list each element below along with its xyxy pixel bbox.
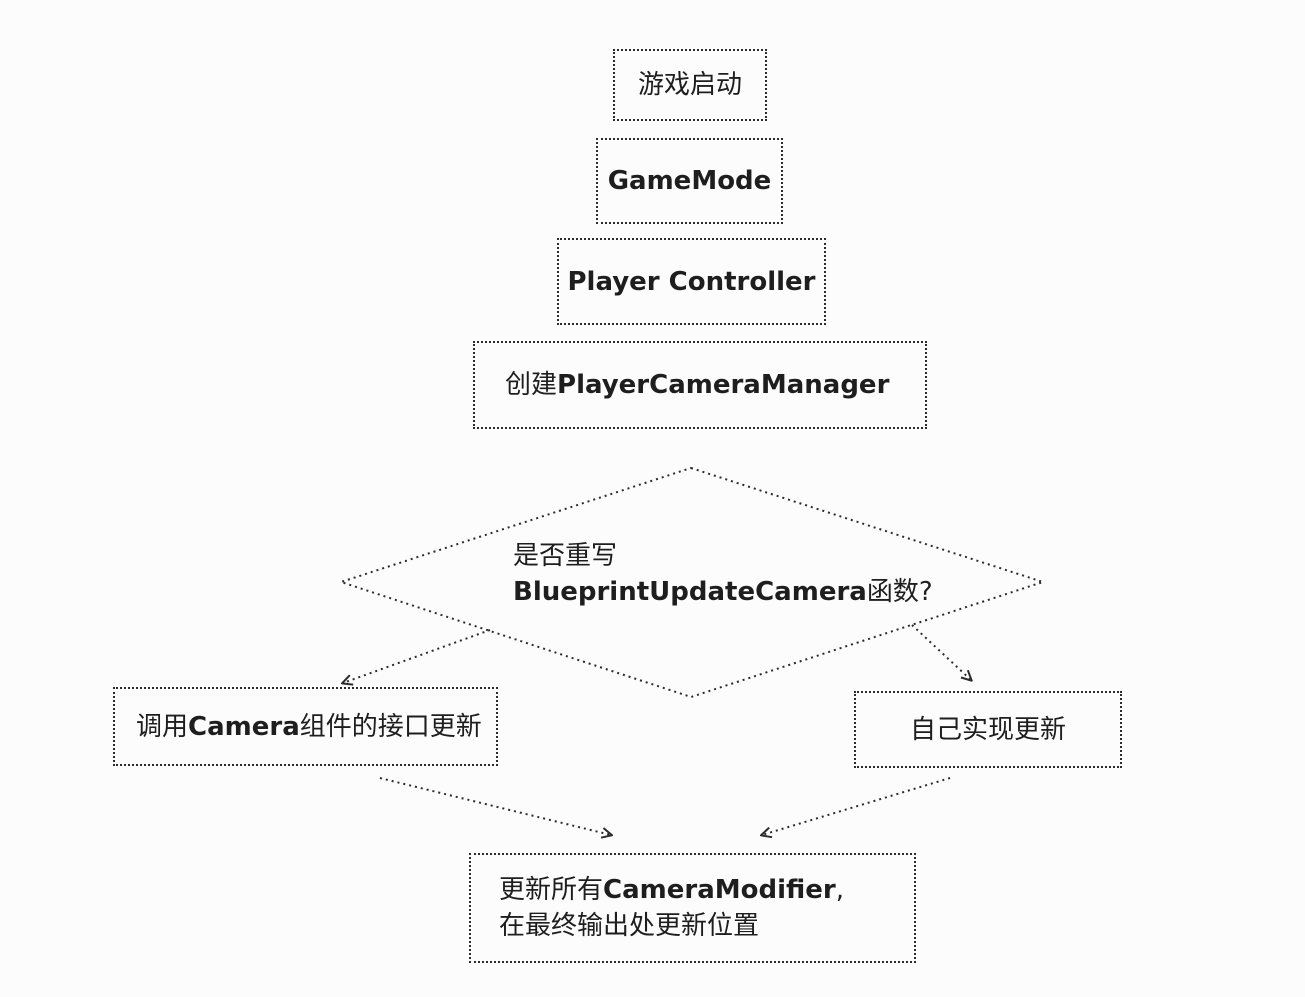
node-game-start: 游戏启动 bbox=[613, 49, 767, 121]
node-create-camera-manager-bold: PlayerCameraManager bbox=[557, 370, 890, 400]
node-self-implement-update: 自己实现更新 bbox=[854, 691, 1122, 768]
arrow-decision-to-self-impl bbox=[911, 624, 971, 680]
arrow-self-impl-to-final bbox=[762, 777, 951, 835]
node-camera-component-bold: Camera bbox=[188, 711, 300, 742]
node-create-camera-manager-prefix: 创建 bbox=[505, 370, 558, 400]
node-final-line1: 更新所有CameraModifier, bbox=[499, 872, 844, 908]
node-gamemode: GameMode bbox=[596, 138, 783, 224]
decision-label: 是否重写 BlueprintUpdateCamera函数? bbox=[513, 538, 933, 610]
node-player-controller-label: Player Controller bbox=[567, 266, 816, 297]
node-camera-component-prefix: 调用 bbox=[136, 711, 189, 742]
node-player-controller: Player Controller bbox=[557, 238, 826, 325]
node-gamemode-label: GameMode bbox=[607, 166, 772, 196]
node-game-start-label: 游戏启动 bbox=[637, 70, 742, 100]
node-self-implement-label: 自己实现更新 bbox=[909, 714, 1066, 745]
node-final-line2: 在最终输出处更新位置 bbox=[499, 911, 760, 941]
node-final-line1-bold: CameraModifier bbox=[603, 875, 836, 905]
decision-label-suffix: 函数? bbox=[866, 577, 933, 607]
node-final-line1-suffix: , bbox=[835, 875, 844, 905]
decision-label-bold: BlueprintUpdateCamera bbox=[513, 577, 867, 607]
node-final-line1-prefix: 更新所有 bbox=[499, 875, 604, 905]
decision-label-line2: BlueprintUpdateCamera函数? bbox=[513, 574, 933, 610]
decision-diamond bbox=[337, 466, 1047, 699]
arrow-camera-component-to-final bbox=[379, 777, 611, 835]
decision-label-line1: 是否重写 bbox=[513, 541, 618, 571]
node-update-camera-modifiers: 更新所有CameraModifier, 在最终输出处更新位置 bbox=[469, 853, 916, 963]
node-camera-component-suffix: 组件的接口更新 bbox=[299, 711, 482, 742]
arrow-decision-to-camera-component bbox=[343, 629, 491, 683]
